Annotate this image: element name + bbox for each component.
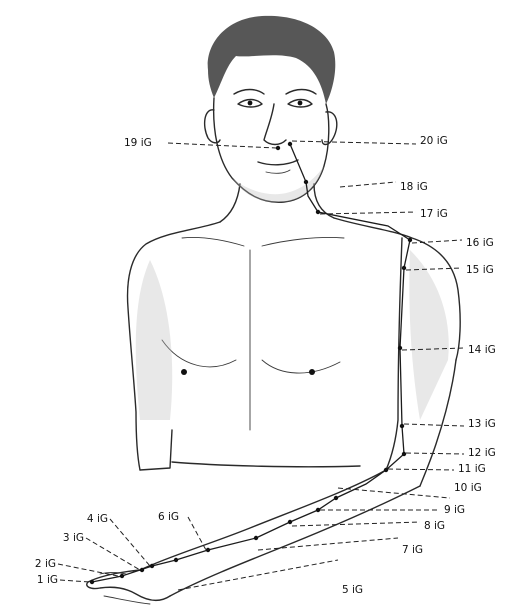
- leader-line-p5: [178, 560, 338, 590]
- point-label-p7: 7 iG: [402, 544, 423, 556]
- point-label-p8: 8 iG: [424, 520, 445, 532]
- acupoint-marker-p5: [174, 558, 178, 562]
- acupoint-marker-p17: [316, 210, 320, 214]
- leader-line-p20: [292, 141, 416, 144]
- acupoint-marker-p16: [408, 238, 412, 242]
- point-label-p9: 9 iG: [444, 504, 465, 516]
- acupoint-marker-p18: [304, 180, 308, 184]
- point-label-p5: 5 iG: [342, 584, 363, 596]
- point-label-p18: 18 iG: [400, 181, 428, 193]
- figure-illustration: [87, 16, 460, 604]
- hair: [208, 16, 336, 104]
- leader-line-p3: [86, 538, 140, 570]
- point-label-p16: 16 iG: [466, 237, 494, 249]
- acupoint-marker-p4: [150, 564, 154, 568]
- point-label-p12: 12 iG: [468, 447, 496, 459]
- point-label-p10: 10 iG: [454, 482, 482, 494]
- point-label-p3: 3 iG: [63, 532, 84, 544]
- point-label-p4: 4 iG: [87, 513, 108, 525]
- leader-line-p17: [320, 212, 416, 214]
- acupoint-marker-p7: [254, 536, 258, 540]
- acupoint-marker-p11: [384, 468, 388, 472]
- acupoint-marker-p10: [334, 496, 338, 500]
- point-label-p13: 13 iG: [468, 418, 496, 430]
- acupoint-marker-p12: [402, 452, 406, 456]
- leader-line-p10: [338, 488, 450, 498]
- acupoint-marker-p8: [288, 520, 292, 524]
- acupoint-marker-p19: [276, 146, 280, 150]
- acupoint-marker-p20: [288, 142, 292, 146]
- acupoint-marker-p9: [316, 508, 320, 512]
- point-label-p20: 20 iG: [420, 135, 448, 147]
- point-label-p11: 11 iG: [458, 463, 486, 475]
- leader-line-p8: [292, 522, 420, 526]
- point-label-p14: 14 iG: [468, 344, 496, 356]
- acupoint-marker-p1: [90, 580, 94, 584]
- acupoint-marker-p15: [402, 266, 406, 270]
- leader-line-p12: [406, 453, 464, 454]
- acupoint-marker-p3: [140, 568, 144, 572]
- acupoint-marker-p14: [398, 346, 402, 350]
- point-label-p19: 19 iG: [124, 137, 152, 149]
- leader-line-p2: [58, 564, 118, 576]
- leader-line-p18: [340, 182, 396, 187]
- hand-outline: [87, 570, 170, 600]
- point-label-p1: 1 iG: [37, 574, 58, 586]
- point-label-p2: 2 iG: [35, 558, 56, 570]
- point-label-p6: 6 iG: [158, 511, 179, 523]
- leader-line-p1: [60, 580, 90, 582]
- leader-line-p11: [388, 469, 454, 470]
- acupoint-marker-p6: [206, 548, 210, 552]
- leader-line-p13: [404, 424, 464, 426]
- leader-line-p19: [168, 143, 276, 148]
- acupoint-marker-p2: [120, 574, 124, 578]
- leader-line-p4: [110, 519, 150, 566]
- acupoint-marker-p13: [400, 424, 404, 428]
- point-label-p17: 17 iG: [420, 208, 448, 220]
- point-label-p15: 15 iG: [466, 264, 494, 276]
